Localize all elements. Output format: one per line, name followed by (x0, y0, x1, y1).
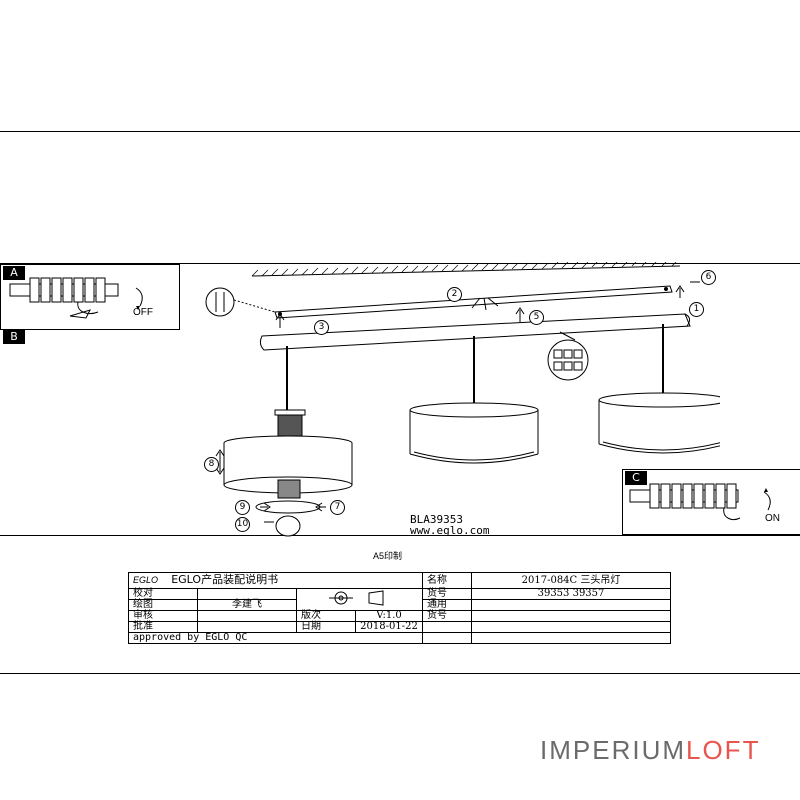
frame-divider-b (0, 535, 800, 536)
step-number-2: 2 (447, 287, 462, 302)
step-b-letter: B (3, 330, 25, 344)
step-c-letter: C (625, 471, 647, 485)
review-label: 审核 (128, 610, 198, 622)
website: www.eglo.com (410, 524, 490, 537)
step-number-9: 9 (235, 500, 250, 515)
general-item-label: 货号 (422, 610, 472, 622)
checked-label: 校对 (128, 588, 198, 600)
general-label: 通用 (422, 599, 472, 611)
name-value: 2017-084C 三头吊灯 (471, 572, 671, 589)
projection-symbol-icon (328, 590, 383, 606)
date-label: 日期 (296, 621, 356, 633)
item-no-value: 39353 39357 (471, 588, 671, 600)
date-value: 2018-01-22 (355, 621, 423, 633)
title-header-cell: EGLO EGLO产品装配说明书 (128, 572, 423, 589)
drawn-value: 李建飞 (197, 599, 297, 611)
step-number-3: 3 (314, 320, 329, 335)
step-number-6: 6 (701, 270, 716, 285)
switch-off-label: OFF (133, 307, 153, 318)
eglo-logo-text: EGLO (133, 575, 159, 585)
watermark-part1: IMPERIUM (540, 735, 686, 765)
switch-on-label: ON (765, 513, 780, 524)
step-number-10: 10 (235, 517, 250, 532)
step-number-1: 1 (689, 302, 704, 317)
approve-label: 批准 (128, 621, 198, 633)
step-number-8: 8 (204, 457, 219, 472)
print-size: A5印制 (373, 551, 403, 561)
frame-bottom-line (0, 673, 800, 674)
frame-divider-a (0, 263, 800, 264)
version-value: V:1.0 (355, 610, 423, 622)
name-label: 名称 (422, 572, 472, 589)
item-no-label: 货号 (422, 588, 472, 600)
drawn-label: 绘图 (128, 599, 198, 611)
step-c-illustration (629, 483, 771, 521)
step-number-7: 7 (330, 500, 345, 515)
projection-symbols (296, 588, 423, 611)
title-block: EGLO EGLO产品装配说明书 名称 2017-084C 三头吊灯 校对 货号… (128, 572, 671, 644)
watermark-part2: LOFT (686, 735, 761, 765)
approved-by: approved by EGLO QC (128, 632, 423, 644)
doc-title: EGLO产品装配说明书 (171, 573, 279, 586)
step-a-illustration (9, 277, 143, 319)
step-a-letter: A (3, 266, 25, 280)
model-code: BLA39353 (410, 513, 463, 526)
step-number-5: 5 (529, 310, 544, 325)
frame-top-line (0, 131, 800, 132)
watermark-logo: IMPERIUMLOFT (540, 735, 760, 766)
assembly-diagram (205, 262, 720, 537)
version-label: 版次 (296, 610, 356, 622)
